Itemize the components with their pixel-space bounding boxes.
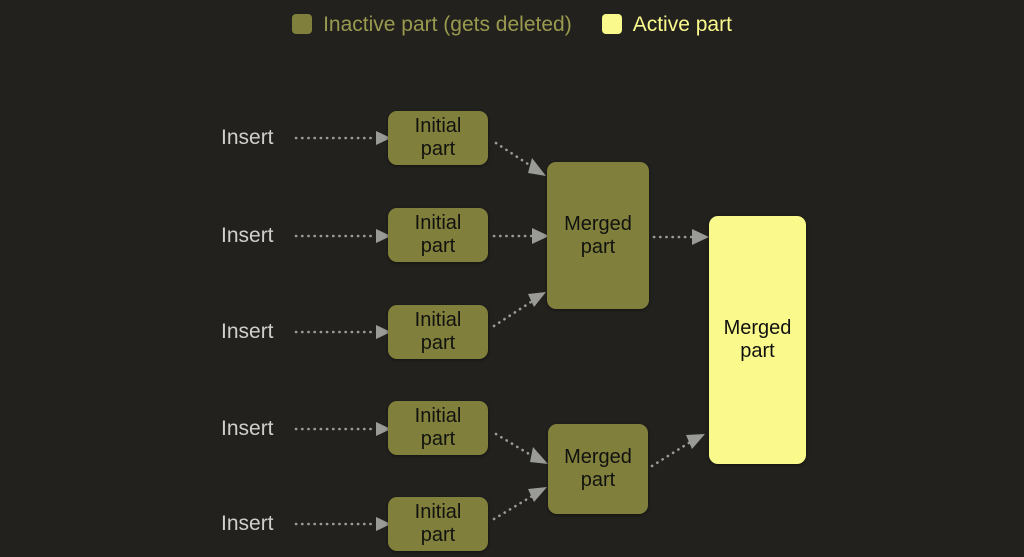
insert-label-3: Insert bbox=[221, 320, 274, 343]
node-merged-part-final[interactable]: Merged part bbox=[709, 216, 806, 464]
connector-initial5-merged2 bbox=[492, 487, 547, 521]
insert-label-2: Insert bbox=[221, 224, 274, 247]
node-initial-part-1[interactable]: Initial part bbox=[388, 111, 488, 165]
legend-swatch-active-icon bbox=[601, 14, 622, 34]
legend-entry-active: Active part bbox=[601, 12, 732, 36]
node-initial-part-5-label: Initial part bbox=[414, 501, 462, 546]
connector-initial1-merged1 bbox=[494, 141, 546, 176]
connector-merged2-final bbox=[650, 434, 705, 468]
node-initial-part-4-label: Initial part bbox=[414, 405, 462, 450]
legend: Inactive part (gets deleted) Active part bbox=[0, 0, 1024, 48]
node-initial-part-3[interactable]: Initial part bbox=[388, 305, 488, 359]
node-initial-part-2-label: Initial part bbox=[414, 212, 462, 257]
connector-initial4-merged2 bbox=[494, 432, 548, 464]
legend-label-inactive: Inactive part (gets deleted) bbox=[323, 12, 572, 36]
legend-swatch-inactive-icon bbox=[292, 14, 313, 34]
node-initial-part-2[interactable]: Initial part bbox=[388, 208, 488, 262]
node-initial-part-4[interactable]: Initial part bbox=[388, 401, 488, 455]
connector-insert-5 bbox=[294, 517, 391, 531]
connector-insert-2 bbox=[294, 229, 391, 243]
connector-initial2-merged1 bbox=[492, 228, 549, 244]
connector-merged1-final bbox=[652, 229, 709, 245]
insert-label-1: Insert bbox=[221, 126, 274, 149]
connector-insert-1 bbox=[294, 131, 391, 145]
node-initial-part-5[interactable]: Initial part bbox=[388, 497, 488, 551]
insert-label-5: Insert bbox=[221, 512, 274, 535]
node-merged-part-2[interactable]: Merged part bbox=[548, 424, 648, 514]
node-merged-part-final-label: Merged part bbox=[723, 317, 792, 362]
connector-insert-3 bbox=[294, 325, 391, 339]
legend-entry-inactive: Inactive part (gets deleted) bbox=[292, 14, 572, 35]
connector-insert-4 bbox=[294, 422, 391, 436]
node-merged-part-2-label: Merged part bbox=[564, 446, 632, 491]
insert-label-4: Insert bbox=[221, 417, 274, 440]
node-merged-part-1-label: Merged part bbox=[564, 212, 632, 258]
node-initial-part-1-label: Initial part bbox=[414, 115, 462, 160]
node-initial-part-3-label: Initial part bbox=[414, 309, 462, 354]
node-merged-part-1[interactable]: Merged part bbox=[547, 162, 649, 309]
legend-label-active: Active part bbox=[632, 12, 732, 36]
connector-initial3-merged1 bbox=[492, 292, 546, 328]
